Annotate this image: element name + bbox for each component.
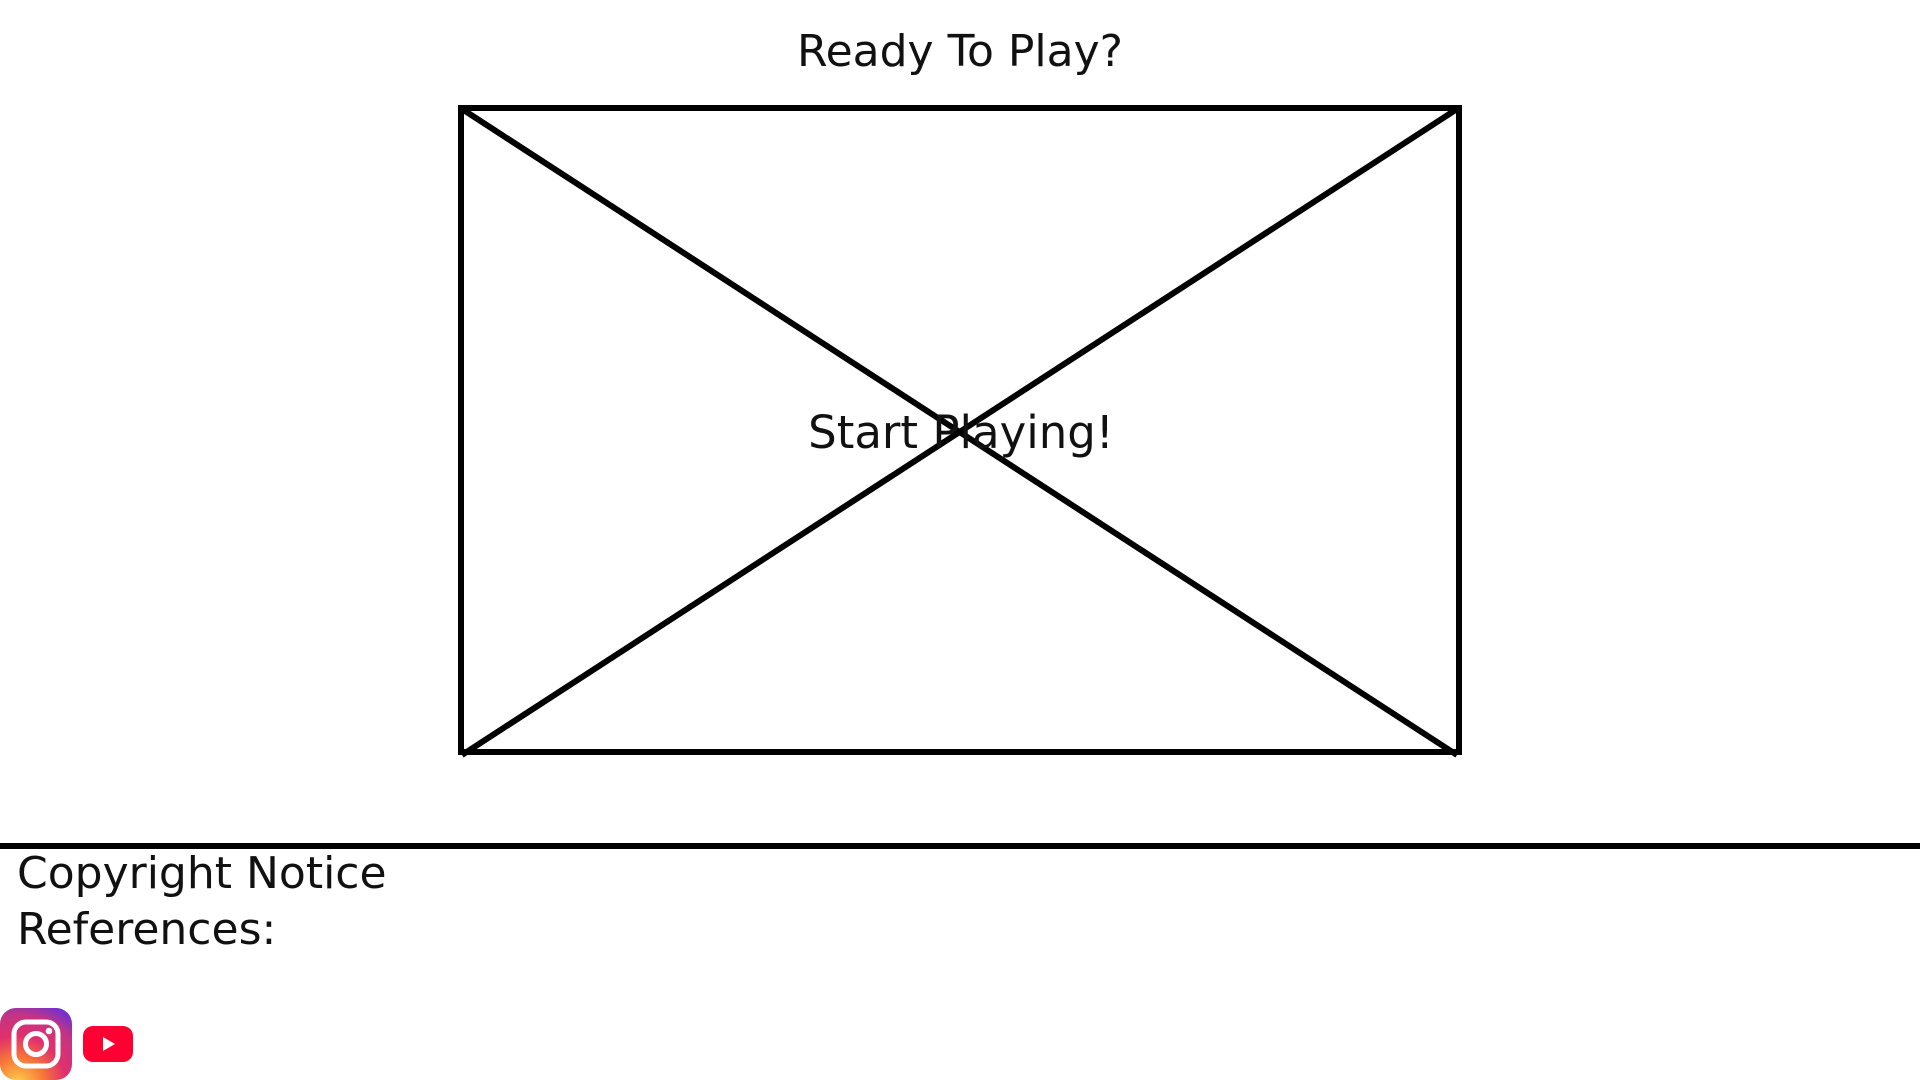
copyright-notice: Copyright Notice	[17, 848, 387, 899]
start-playing-button[interactable]: Start Playing!	[808, 406, 1114, 459]
placeholder-border	[458, 105, 1462, 755]
page-title: Ready To Play?	[796, 26, 1123, 77]
references-label: References:	[17, 904, 277, 955]
image-placeholder-icon	[458, 105, 1462, 758]
youtube-icon[interactable]	[83, 1026, 133, 1062]
game-frame: Start Playing!	[458, 105, 1464, 761]
footer-divider	[0, 843, 1920, 849]
placeholder-diagonal-2	[460, 106, 1459, 758]
instagram-icon[interactable]	[0, 1008, 72, 1080]
